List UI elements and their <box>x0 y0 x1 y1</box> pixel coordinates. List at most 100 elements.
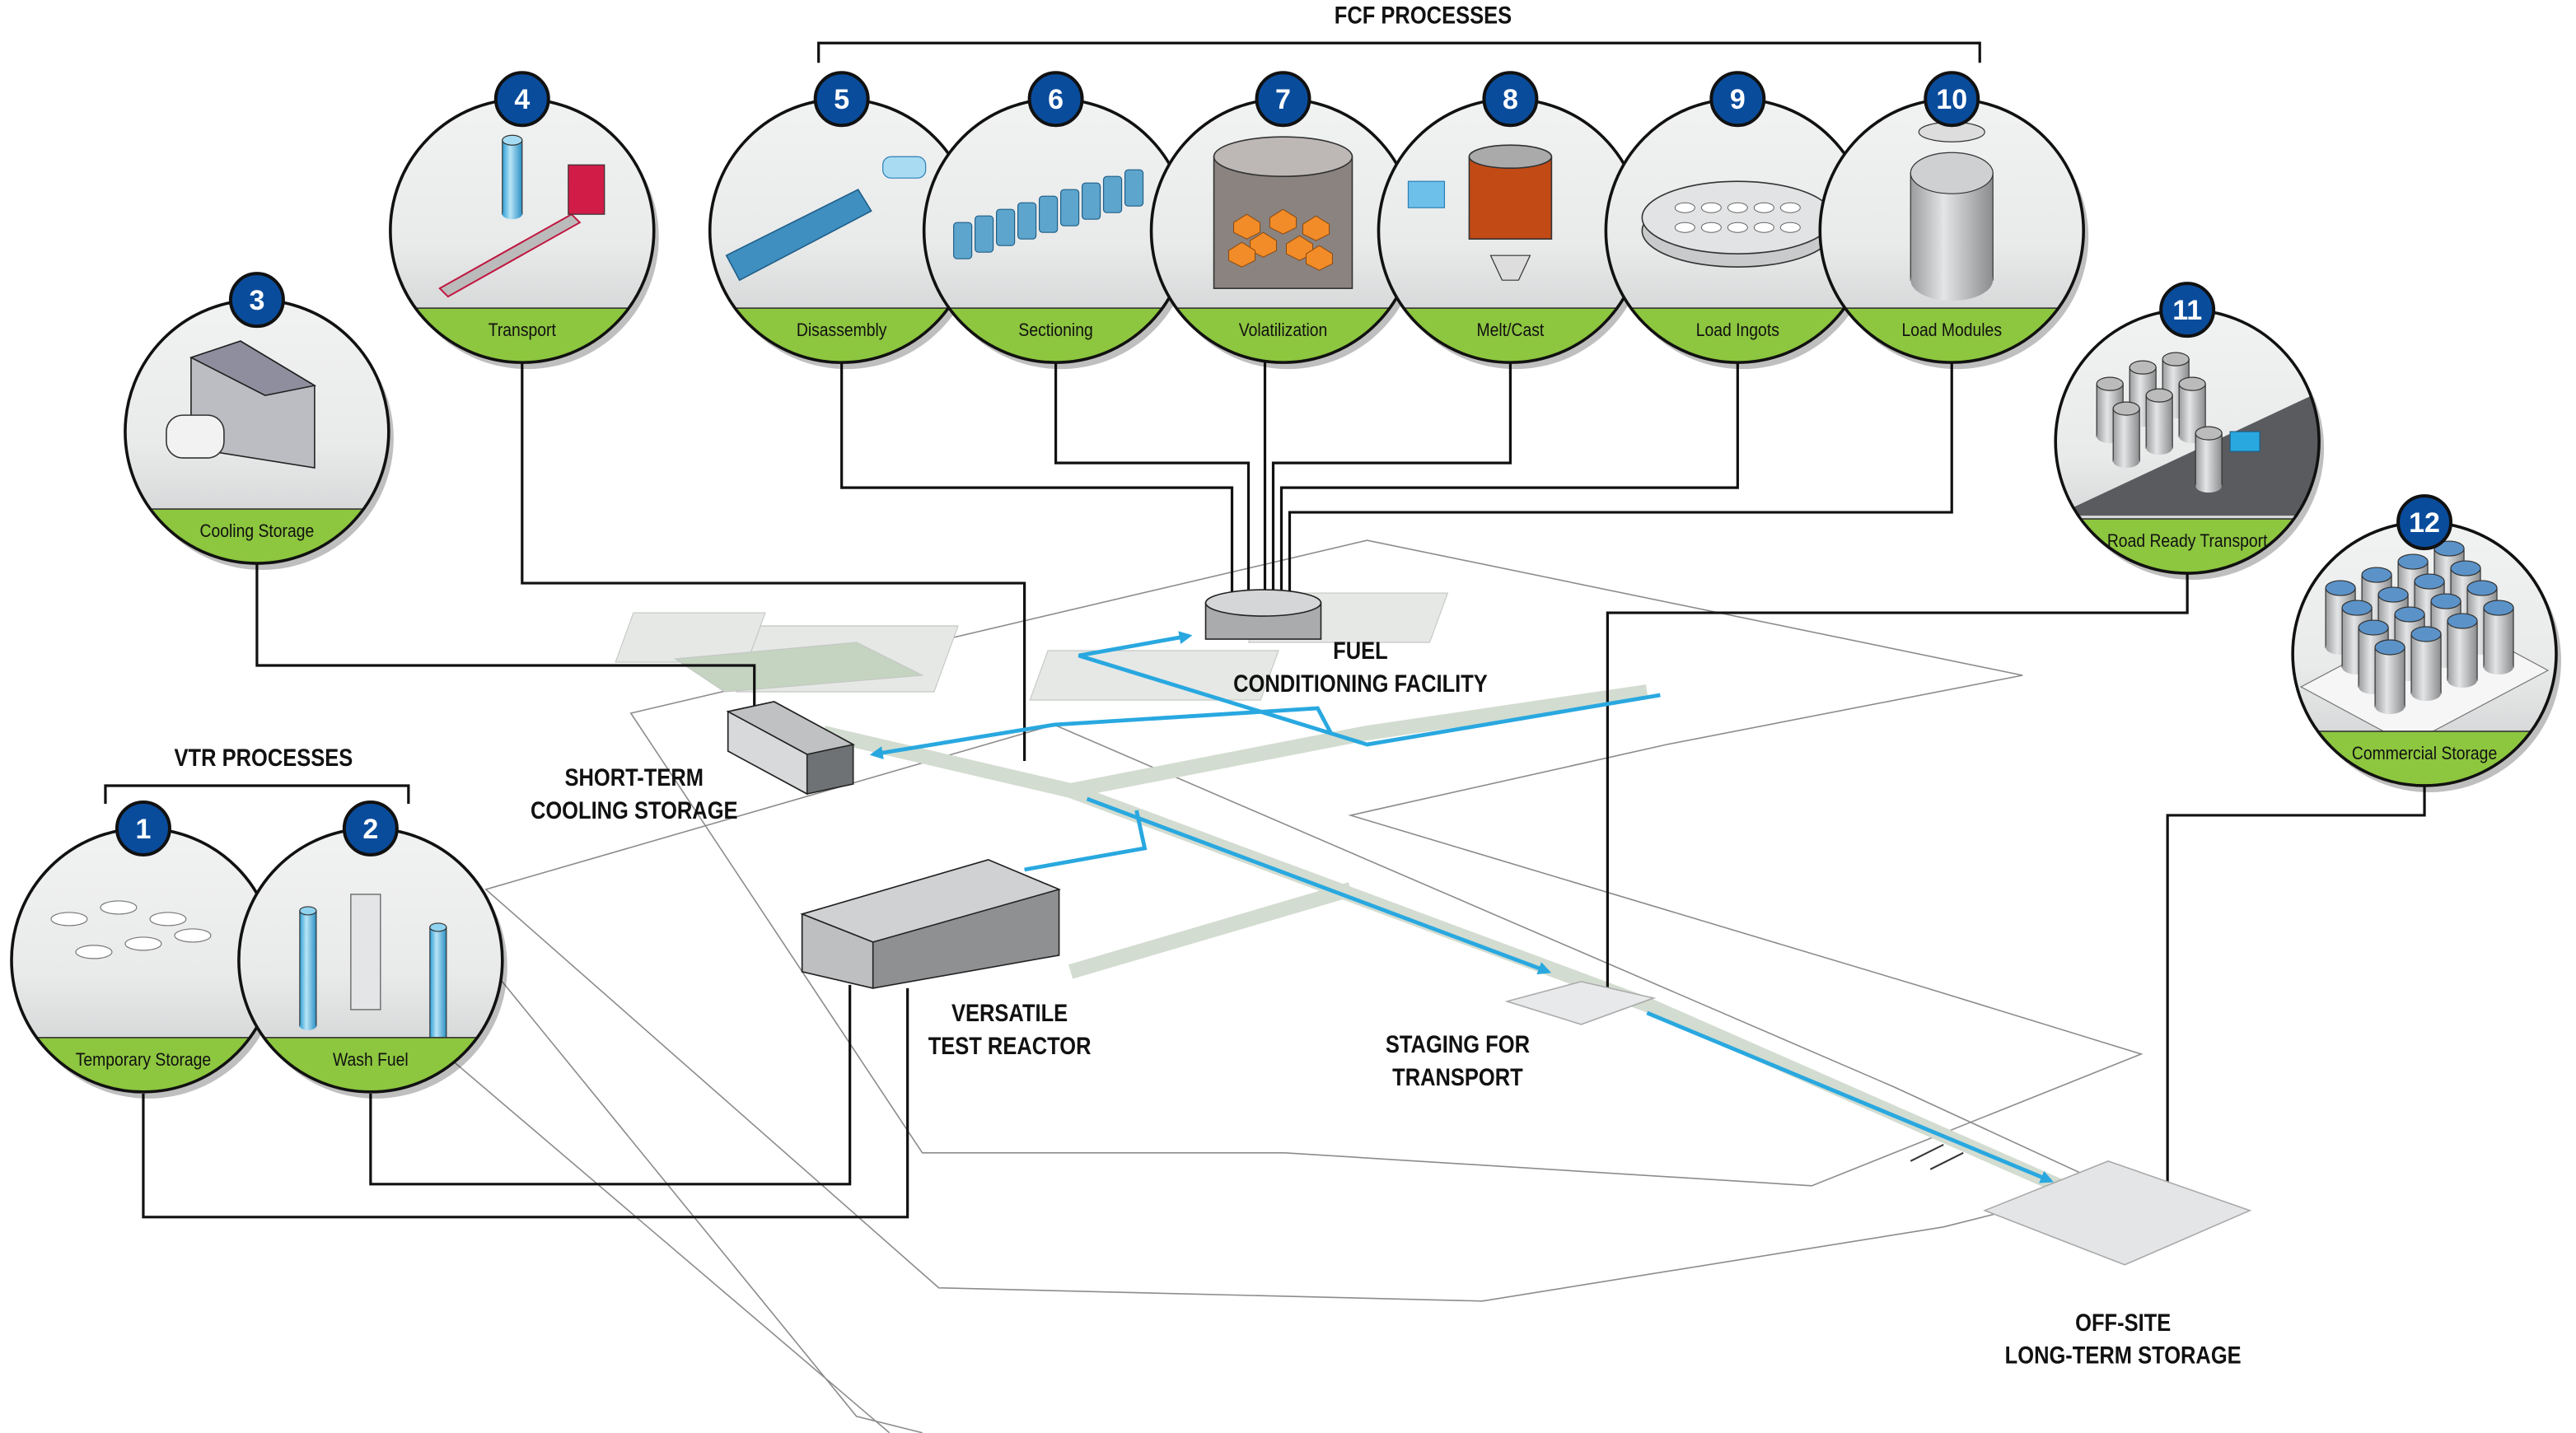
step-road-ready-transport[interactable]: Road Ready Transport 11 <box>2054 282 2325 651</box>
step-label: Temporary Storage <box>76 1050 211 1070</box>
connector-8 <box>1271 362 1512 597</box>
cooling-storage-illustration <box>166 340 317 469</box>
step-number: 11 <box>2172 295 2202 326</box>
step-number: 4 <box>514 84 530 115</box>
step-sectioning[interactable]: Sectioning 6 <box>922 71 1193 440</box>
material-flows <box>869 631 2054 1183</box>
step-label: Melt/Cast <box>1477 320 1545 340</box>
bracket-fcf <box>817 41 1981 63</box>
fcf-building <box>1204 589 1322 640</box>
step-number-badge: 3 <box>228 272 285 329</box>
offsite-label-2: LONG-TERM STORAGE <box>2005 1342 2242 1369</box>
load-ingots-illustration <box>1641 180 1835 268</box>
vtr-processes-heading: VTR PROCESSES <box>175 744 353 771</box>
step-number-badge: 10 <box>1924 71 1980 128</box>
flow-to-fcf <box>1078 631 1661 747</box>
offsite-label-1: OFF-SITE <box>2075 1309 2171 1336</box>
vtr-label-2: TEST REACTOR <box>928 1032 1092 1059</box>
connector-2 <box>369 984 852 1186</box>
vtr-label-1: VERSATILE <box>951 999 1068 1026</box>
fcf-processes-heading: FCF PROCESSES <box>1335 1 1512 28</box>
connector-4 <box>521 362 1026 761</box>
step-label: Sectioning <box>1018 320 1092 340</box>
step-label: Wash Fuel <box>333 1050 409 1070</box>
transport-illustration <box>438 134 605 298</box>
load-modules-illustration <box>1910 121 1994 301</box>
step-number-badge: 2 <box>342 800 399 857</box>
staging-label-2: TRANSPORT <box>1392 1063 1523 1090</box>
short-term-label-2: COOLING STORAGE <box>531 796 738 824</box>
step-commercial-storage[interactable]: Commercial Storage 12 <box>2291 494 2562 863</box>
commercial-storage-illustration <box>2299 540 2550 745</box>
sectioning-illustration <box>953 169 1144 259</box>
step-number-badge: 5 <box>813 71 870 128</box>
step-label: Load Ingots <box>1696 320 1779 340</box>
location-labels: FUEL CONDITIONING FACILITY SHORT-TERM CO… <box>531 637 2242 1369</box>
connector-10 <box>1288 362 1953 597</box>
step-number: 3 <box>249 285 264 316</box>
step-volatilization[interactable]: Volatilization 7 <box>1149 71 1420 440</box>
step-number-badge: 6 <box>1027 71 1084 128</box>
staging-label-1: STAGING FOR <box>1386 1030 1530 1057</box>
step-number-badge: 7 <box>1255 71 1311 128</box>
connector-6 <box>1054 362 1251 597</box>
step-disassembly[interactable]: Disassembly 5 <box>708 71 979 440</box>
step-number: 8 <box>1503 84 1518 115</box>
step-label: Transport <box>489 320 556 340</box>
step-label: Disassembly <box>797 320 887 340</box>
connector-9 <box>1279 362 1739 597</box>
step-number: 12 <box>2409 507 2440 539</box>
connector-5 <box>840 362 1234 597</box>
step-number-badge: 11 <box>2159 282 2216 338</box>
volatilization-illustration <box>1213 136 1353 289</box>
step-number: 7 <box>1275 84 1291 115</box>
site-road <box>444 1053 891 1433</box>
staging-pad <box>1504 981 1657 1025</box>
connector-1 <box>142 987 909 1219</box>
step-number: 10 <box>1936 84 1967 115</box>
step-label: Load Modules <box>1901 320 2002 340</box>
step-label: Road Ready Transport <box>2107 531 2268 551</box>
distance-break <box>1910 1143 1944 1162</box>
step-wash-fuel[interactable]: Wash Fuel 2 <box>237 800 507 1169</box>
step-number: 5 <box>834 84 849 115</box>
step-label: Commercial Storage <box>2352 744 2497 763</box>
bracket-vtr <box>104 784 410 804</box>
flow-to-staging <box>1086 796 1552 975</box>
fcf-label-1: FUEL <box>1333 637 1388 664</box>
step-number-badge: 4 <box>493 71 550 128</box>
temporary-storage-illustration <box>50 900 212 959</box>
step-circle <box>11 828 275 1092</box>
offsite-storage-pad <box>1983 1160 2252 1266</box>
flow-to-short-term <box>869 706 1333 759</box>
step-label: Cooling Storage <box>200 521 315 541</box>
fcf-label-2: CONDITIONING FACILITY <box>1233 670 1488 697</box>
step-number: 6 <box>1048 84 1064 115</box>
short-term-storage-building <box>726 701 855 796</box>
site-map <box>444 539 2144 1433</box>
flow-to-offsite <box>1646 1011 2054 1183</box>
connector-12 <box>2166 785 2426 1211</box>
short-term-label-1: SHORT-TERM <box>565 763 704 791</box>
step-cooling-storage[interactable]: Cooling Storage 3 <box>124 272 394 641</box>
step-temporary-storage[interactable]: Temporary Storage 1 <box>10 800 280 1169</box>
step-label: Volatilization <box>1239 320 1328 340</box>
melt-cast-illustration <box>1407 144 1553 281</box>
connector-lines <box>104 41 2426 1219</box>
step-melt-cast[interactable]: Melt/Cast 8 <box>1377 71 1648 440</box>
step-number-badge: 1 <box>115 800 171 857</box>
site-boundary-outer <box>493 971 923 1433</box>
step-number: 1 <box>135 814 151 845</box>
step-load-modules[interactable]: Load Modules 10 <box>1818 71 2089 440</box>
flow-reactor <box>1024 810 1148 872</box>
step-number: 9 <box>1730 84 1746 115</box>
disassembly-illustration <box>725 156 927 282</box>
step-number-badge: 9 <box>1709 71 1766 128</box>
step-number-badge: 8 <box>1482 71 1539 128</box>
step-number-badge: 12 <box>2396 494 2453 551</box>
versatile-test-reactor-building <box>800 859 1062 989</box>
step-transport[interactable]: Transport 4 <box>389 71 659 440</box>
road-ready-transport-illustration <box>2055 352 2320 516</box>
